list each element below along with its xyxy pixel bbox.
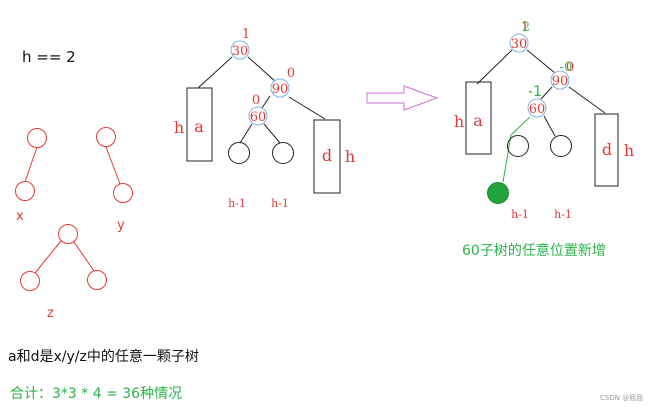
subtree-y-label: y bbox=[117, 218, 125, 233]
before-subtree-a-box bbox=[186, 87, 213, 162]
subtree-caption: a和d是x/y/z中的任意一颗子树 bbox=[8, 349, 199, 365]
after-bf-90-old: 0 bbox=[566, 60, 574, 75]
before-node-60: 60 bbox=[250, 110, 267, 125]
after-bf-90-new: -0 bbox=[560, 60, 573, 75]
after-tree: 30 90 60 1 2 0 -0 -1 a h d h h-1 h-1 bbox=[454, 20, 634, 221]
before-leaf-left bbox=[228, 142, 250, 164]
before-label-d: d bbox=[322, 146, 332, 165]
before-bf-30: 1 bbox=[242, 27, 250, 42]
transition-arrow bbox=[366, 85, 439, 111]
after-subtree-a-box bbox=[465, 81, 492, 155]
after-bf-30-new: 2 bbox=[522, 20, 530, 35]
subtree-x-label: x bbox=[16, 209, 24, 224]
after-label-a: a bbox=[473, 111, 483, 130]
after-label-h-right: h bbox=[624, 141, 634, 160]
subtree-z-label: z bbox=[47, 306, 54, 321]
before-label-hm1-right: h-1 bbox=[271, 197, 289, 210]
before-node-60-circle bbox=[248, 106, 268, 126]
before-label-a: a bbox=[194, 117, 204, 136]
total-caption: 合计：3*3 * 4 = 36种情况 bbox=[10, 386, 183, 402]
after-node-30: 30 bbox=[511, 37, 528, 52]
after-node-90-circle bbox=[550, 70, 570, 90]
before-node-30-circle bbox=[230, 40, 250, 60]
after-label-hm1-left: h-1 bbox=[511, 208, 529, 221]
after-node-90: 90 bbox=[552, 74, 569, 89]
before-label-hm1-left: h-1 bbox=[228, 197, 246, 210]
height-note: h == 2 bbox=[22, 48, 76, 66]
subtree-z-shape bbox=[20, 224, 107, 291]
before-tree: 30 90 60 1 0 0 a h d h h-1 h-1 bbox=[174, 27, 355, 210]
before-label-h-left: h bbox=[174, 118, 184, 137]
after-new-edge bbox=[510, 116, 531, 136]
subtree-y-shape bbox=[96, 127, 133, 203]
after-label-d: d bbox=[602, 140, 612, 159]
before-bf-60: 0 bbox=[252, 93, 260, 108]
before-leaf-right bbox=[272, 142, 294, 164]
after-leaf-left bbox=[507, 135, 529, 157]
after-bf-30-old: 1 bbox=[521, 20, 529, 35]
watermark: CSDN @屈屈 bbox=[600, 394, 644, 402]
after-node-60: 60 bbox=[529, 102, 546, 117]
after-node-60-circle bbox=[527, 98, 547, 118]
after-subtree-d-box bbox=[594, 113, 619, 187]
before-node-30: 30 bbox=[232, 44, 249, 59]
insert-caption: 60子树的任意位置新增 bbox=[462, 243, 606, 259]
after-label-hm1-right: h-1 bbox=[554, 208, 572, 221]
before-node-90-circle bbox=[270, 78, 290, 98]
before-subtree-d-box bbox=[313, 119, 341, 194]
before-node-90: 90 bbox=[272, 82, 289, 97]
after-new-edge-down bbox=[502, 134, 512, 183]
after-bf-60: -1 bbox=[528, 84, 542, 100]
subtree-x-shape bbox=[15, 128, 47, 201]
after-node-30-circle bbox=[509, 33, 529, 53]
after-new-node bbox=[487, 182, 509, 204]
before-bf-90: 0 bbox=[287, 66, 295, 81]
after-label-h-left: h bbox=[454, 112, 464, 131]
before-label-h-right: h bbox=[345, 147, 355, 166]
after-leaf-right bbox=[550, 135, 572, 157]
